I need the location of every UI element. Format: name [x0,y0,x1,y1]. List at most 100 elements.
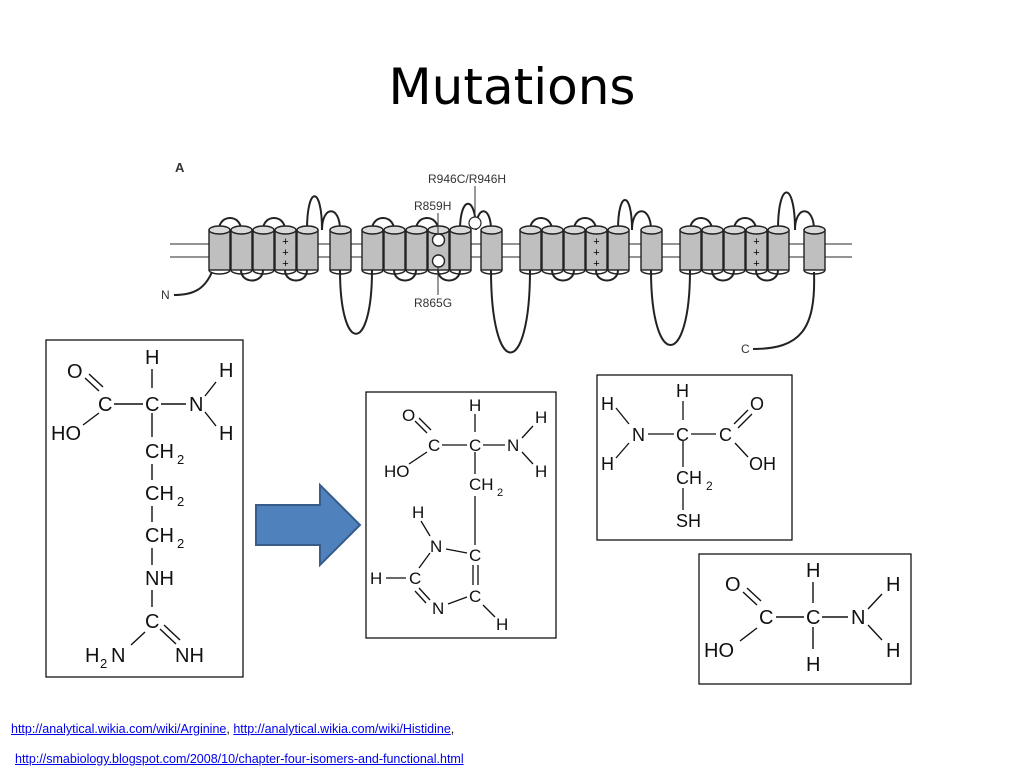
svg-text:+: + [282,236,288,248]
mutation-label-r946: R946C/R946H [428,172,506,186]
segment-d1-s3 [252,225,275,275]
arginine-box [45,339,244,678]
segment-d1-s4: + + + [274,225,297,275]
n-terminus-tail [173,271,213,296]
histidine-sub2: 2 [497,487,503,499]
arginine-h2n-h: H [85,645,99,667]
glycine-box [698,553,912,685]
cysteine-c1: C [676,425,689,445]
cysteine-structure: H H N C H C O OH CH 2 SH [596,374,793,541]
mutation-label-r865g: R865G [414,296,452,310]
svg-text:+: + [593,236,599,248]
segment-d2-s1 [361,225,384,275]
histidine-h-r2: H [535,462,547,481]
arginine-n: N [189,394,203,416]
cysteine-sh: SH [676,511,701,531]
histidine-c2: C [469,436,481,455]
glycine-o: O [725,574,741,596]
arginine-h-r1: H [219,360,233,382]
mutation-label-r859h: R859H [414,199,451,213]
segment-d3-s1 [519,225,542,275]
arginine-o: O [67,361,83,383]
histidine-h-top: H [469,396,481,415]
segment-d1-s1 [208,225,231,275]
segment-d3-s6 [640,225,663,275]
glycine-h-bottom: H [806,654,820,676]
glycine-structure: O C C H H N H H HO [698,553,912,685]
arginine-c3: C [145,611,159,633]
segment-d4-s5 [767,225,790,275]
segment-d2-s5 [449,225,472,275]
glycine-h-r2: H [886,640,900,662]
segment-d3-s2 [541,225,564,275]
arginine-c2: C [145,394,159,416]
histidine-c-ring3: C [469,587,481,606]
cysteine-bonds [615,401,753,510]
cysteine-h-l2: H [601,454,614,474]
arginine-sub2-b: 2 [177,494,184,509]
arginine-bonds [82,369,217,646]
glycine-c2: C [806,607,820,629]
c-terminus-tail [752,271,816,350]
cysteine-oh: OH [749,454,776,474]
svg-text:+: + [753,258,759,270]
arginine-nh: NH [145,568,174,590]
histidine-bonds [386,414,534,618]
channel-topology-diagram: A N C [161,160,852,356]
right-arrow-icon [255,482,362,568]
segment-d4-s2 [701,225,724,275]
link-separator-2: , [450,722,455,736]
arginine-ch2-a: CH [145,441,174,463]
svg-text:+: + [593,258,599,270]
n-terminus-label: N [161,288,170,302]
link-arginine[interactable]: http://analytical.wikia.com/wiki/Arginin… [11,722,227,736]
histidine-ho: HO [384,462,410,481]
histidine-c-ring2: C [409,569,421,588]
slide-title: Mutations [388,58,636,116]
cysteine-n: N [632,425,645,445]
segment-d4-s1 [679,225,702,275]
link-separator-1: , [226,722,234,736]
link-smabiology[interactable]: http://smabiology.blogspot.com/2008/10/c… [15,752,464,766]
glycine-n: N [851,607,865,629]
arginine-sub2-n: 2 [100,656,107,671]
svg-text:+: + [753,236,759,248]
glycine-c1: C [759,607,773,629]
cysteine-box [596,374,793,541]
link-histidine[interactable]: http://analytical.wikia.com/wiki/Histidi… [233,722,451,736]
cysteine-ch2: CH [676,468,702,488]
arginine-ch2-c: CH [145,525,174,547]
histidine-c1: C [428,436,440,455]
glycine-h-top: H [806,560,820,582]
segment-d2-s3 [405,225,428,275]
svg-text:+: + [593,247,599,259]
panel-label: A [175,160,185,175]
histidine-h-left: H [370,569,382,588]
links-row-2: http://smabiology.blogspot.com/2008/10/c… [15,752,464,766]
segment-d3-s3 [563,225,586,275]
cysteine-h-l1: H [601,394,614,414]
glycine-bonds [739,582,883,649]
segment-d4-s3 [723,225,746,275]
segment-d1-s6 [329,225,352,275]
cysteine-sub2: 2 [706,479,713,493]
glycine-h-r1: H [886,574,900,596]
arginine-h-top: H [145,347,159,369]
cysteine-o: O [750,394,764,414]
loops [218,191,815,354]
svg-text:+: + [282,258,288,270]
arginine-c1: C [98,394,112,416]
arginine-h2n-n: N [111,645,125,667]
c-terminus-label: C [741,342,750,356]
histidine-h-r1: H [535,408,547,427]
segment-d3-s5 [607,225,630,275]
histidine-structure: O C C H N H H HO CH 2 H N C H C N C H [365,391,557,639]
histidine-c-ring1: C [469,546,481,565]
svg-text:+: + [282,247,288,259]
histidine-box [365,391,557,639]
cysteine-c2: C [719,425,732,445]
histidine-ch2: CH [469,475,494,494]
histidine-n-ring2: N [432,599,444,618]
arginine-ch2-b: CH [145,483,174,505]
